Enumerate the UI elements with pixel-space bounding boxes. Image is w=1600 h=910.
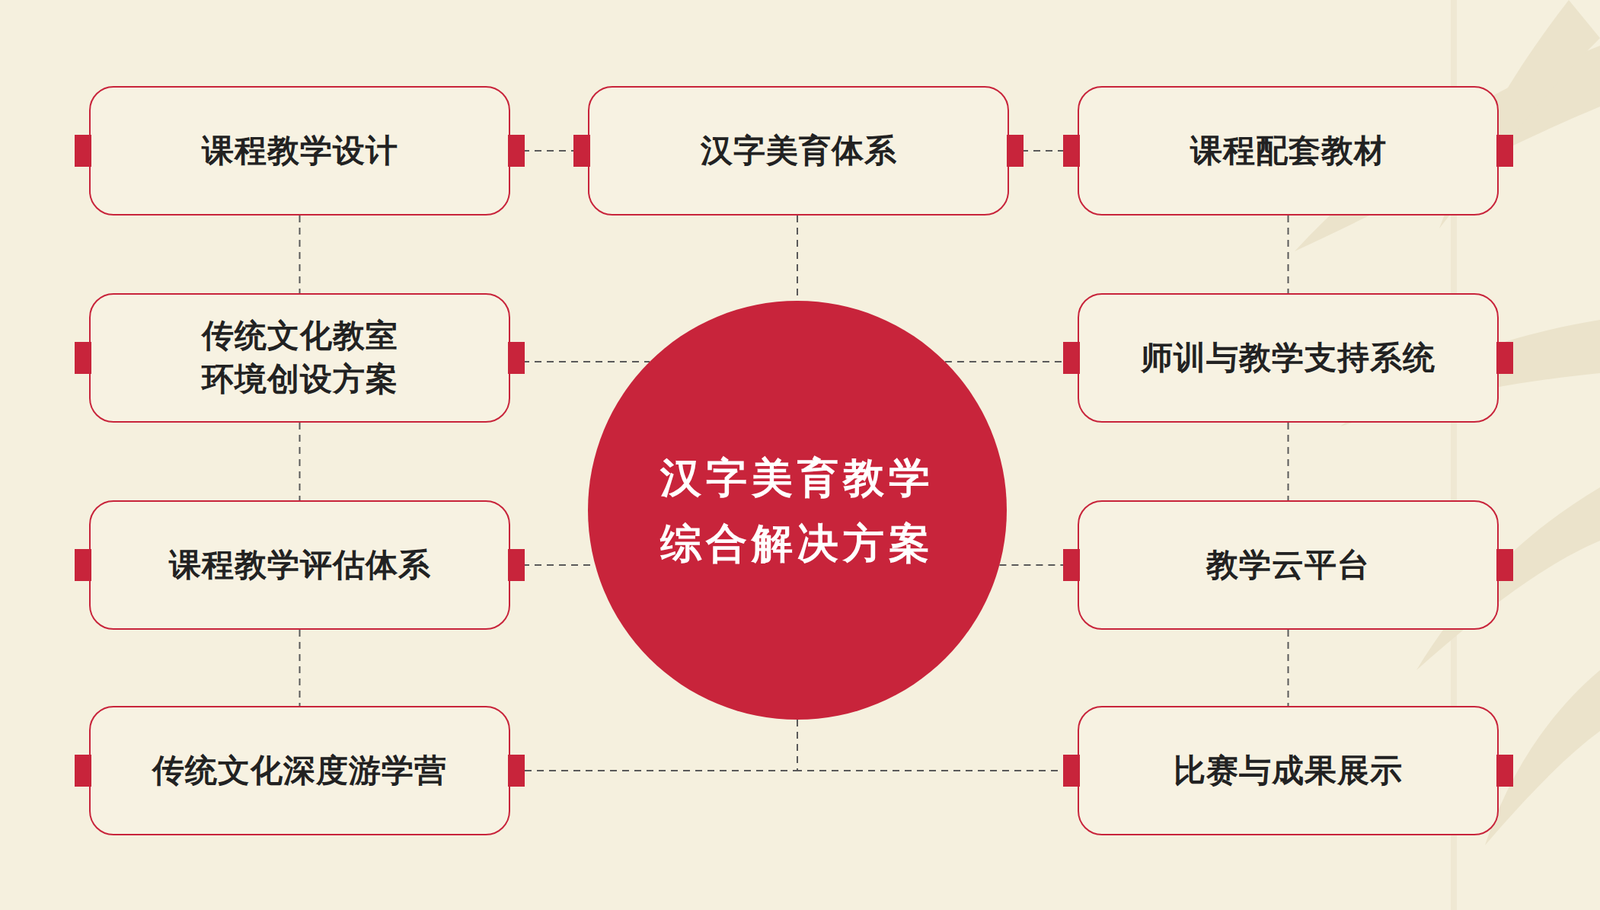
dashed-connector <box>299 629 301 706</box>
dashed-connector <box>945 360 1078 363</box>
red-tab <box>1063 341 1080 374</box>
box-label: 教学云平台 <box>1206 543 1371 588</box>
red-tab <box>507 134 525 167</box>
red-tab <box>1063 754 1080 787</box>
module-box: 师训与教学支持系统 <box>1077 293 1499 423</box>
module-box: 课程教学评估体系 <box>89 500 511 630</box>
red-tab <box>1496 341 1514 374</box>
red-tab <box>1496 754 1514 787</box>
module-box: 比赛与成果展示 <box>1077 705 1499 836</box>
center-circle: 汉字美育教学 综合解决方案 <box>587 300 1007 720</box>
module-box: 课程配套教材 <box>1077 86 1499 216</box>
box-label: 课程配套教材 <box>1190 129 1387 173</box>
dashed-connector <box>299 422 301 501</box>
dashed-connector <box>510 719 798 771</box>
red-tab <box>74 549 92 582</box>
red-tab <box>507 754 525 787</box>
dashed-connector <box>1287 422 1290 501</box>
module-box: 传统文化教室 环境创设方案 <box>89 293 511 423</box>
box-label: 比赛与成果展示 <box>1173 749 1403 793</box>
box-label: 课程教学评估体系 <box>169 543 432 588</box>
red-tab <box>74 341 92 374</box>
dashed-connector <box>797 719 1078 771</box>
module-box: 教学云平台 <box>1077 500 1499 630</box>
box-label: 汉字美育体系 <box>700 129 898 173</box>
box-label: 传统文化深度游学营 <box>152 749 448 793</box>
dashed-connector <box>1287 215 1290 294</box>
module-box: 传统文化深度游学营 <box>89 705 511 836</box>
box-label: 传统文化教室 环境创设方案 <box>185 314 415 401</box>
box-label: 师训与教学支持系统 <box>1140 336 1436 381</box>
red-tab <box>74 754 92 787</box>
dashed-connector <box>510 360 650 363</box>
red-tab <box>1063 134 1080 167</box>
red-tab <box>1063 549 1080 582</box>
red-tab <box>1496 134 1514 167</box>
box-label: 课程教学设计 <box>201 129 399 173</box>
red-tab <box>74 134 92 167</box>
dashed-connector <box>796 215 799 301</box>
red-tab <box>507 549 525 582</box>
dashed-connector <box>299 215 301 294</box>
red-tab <box>573 134 591 167</box>
module-box: 汉字美育体系 <box>587 86 1010 216</box>
red-tab <box>1496 549 1514 582</box>
center-title: 汉字美育教学 综合解决方案 <box>655 444 939 577</box>
dashed-connector <box>1287 629 1290 706</box>
module-box: 课程教学设计 <box>89 86 511 216</box>
red-tab <box>1006 134 1024 167</box>
red-tab <box>507 341 525 374</box>
